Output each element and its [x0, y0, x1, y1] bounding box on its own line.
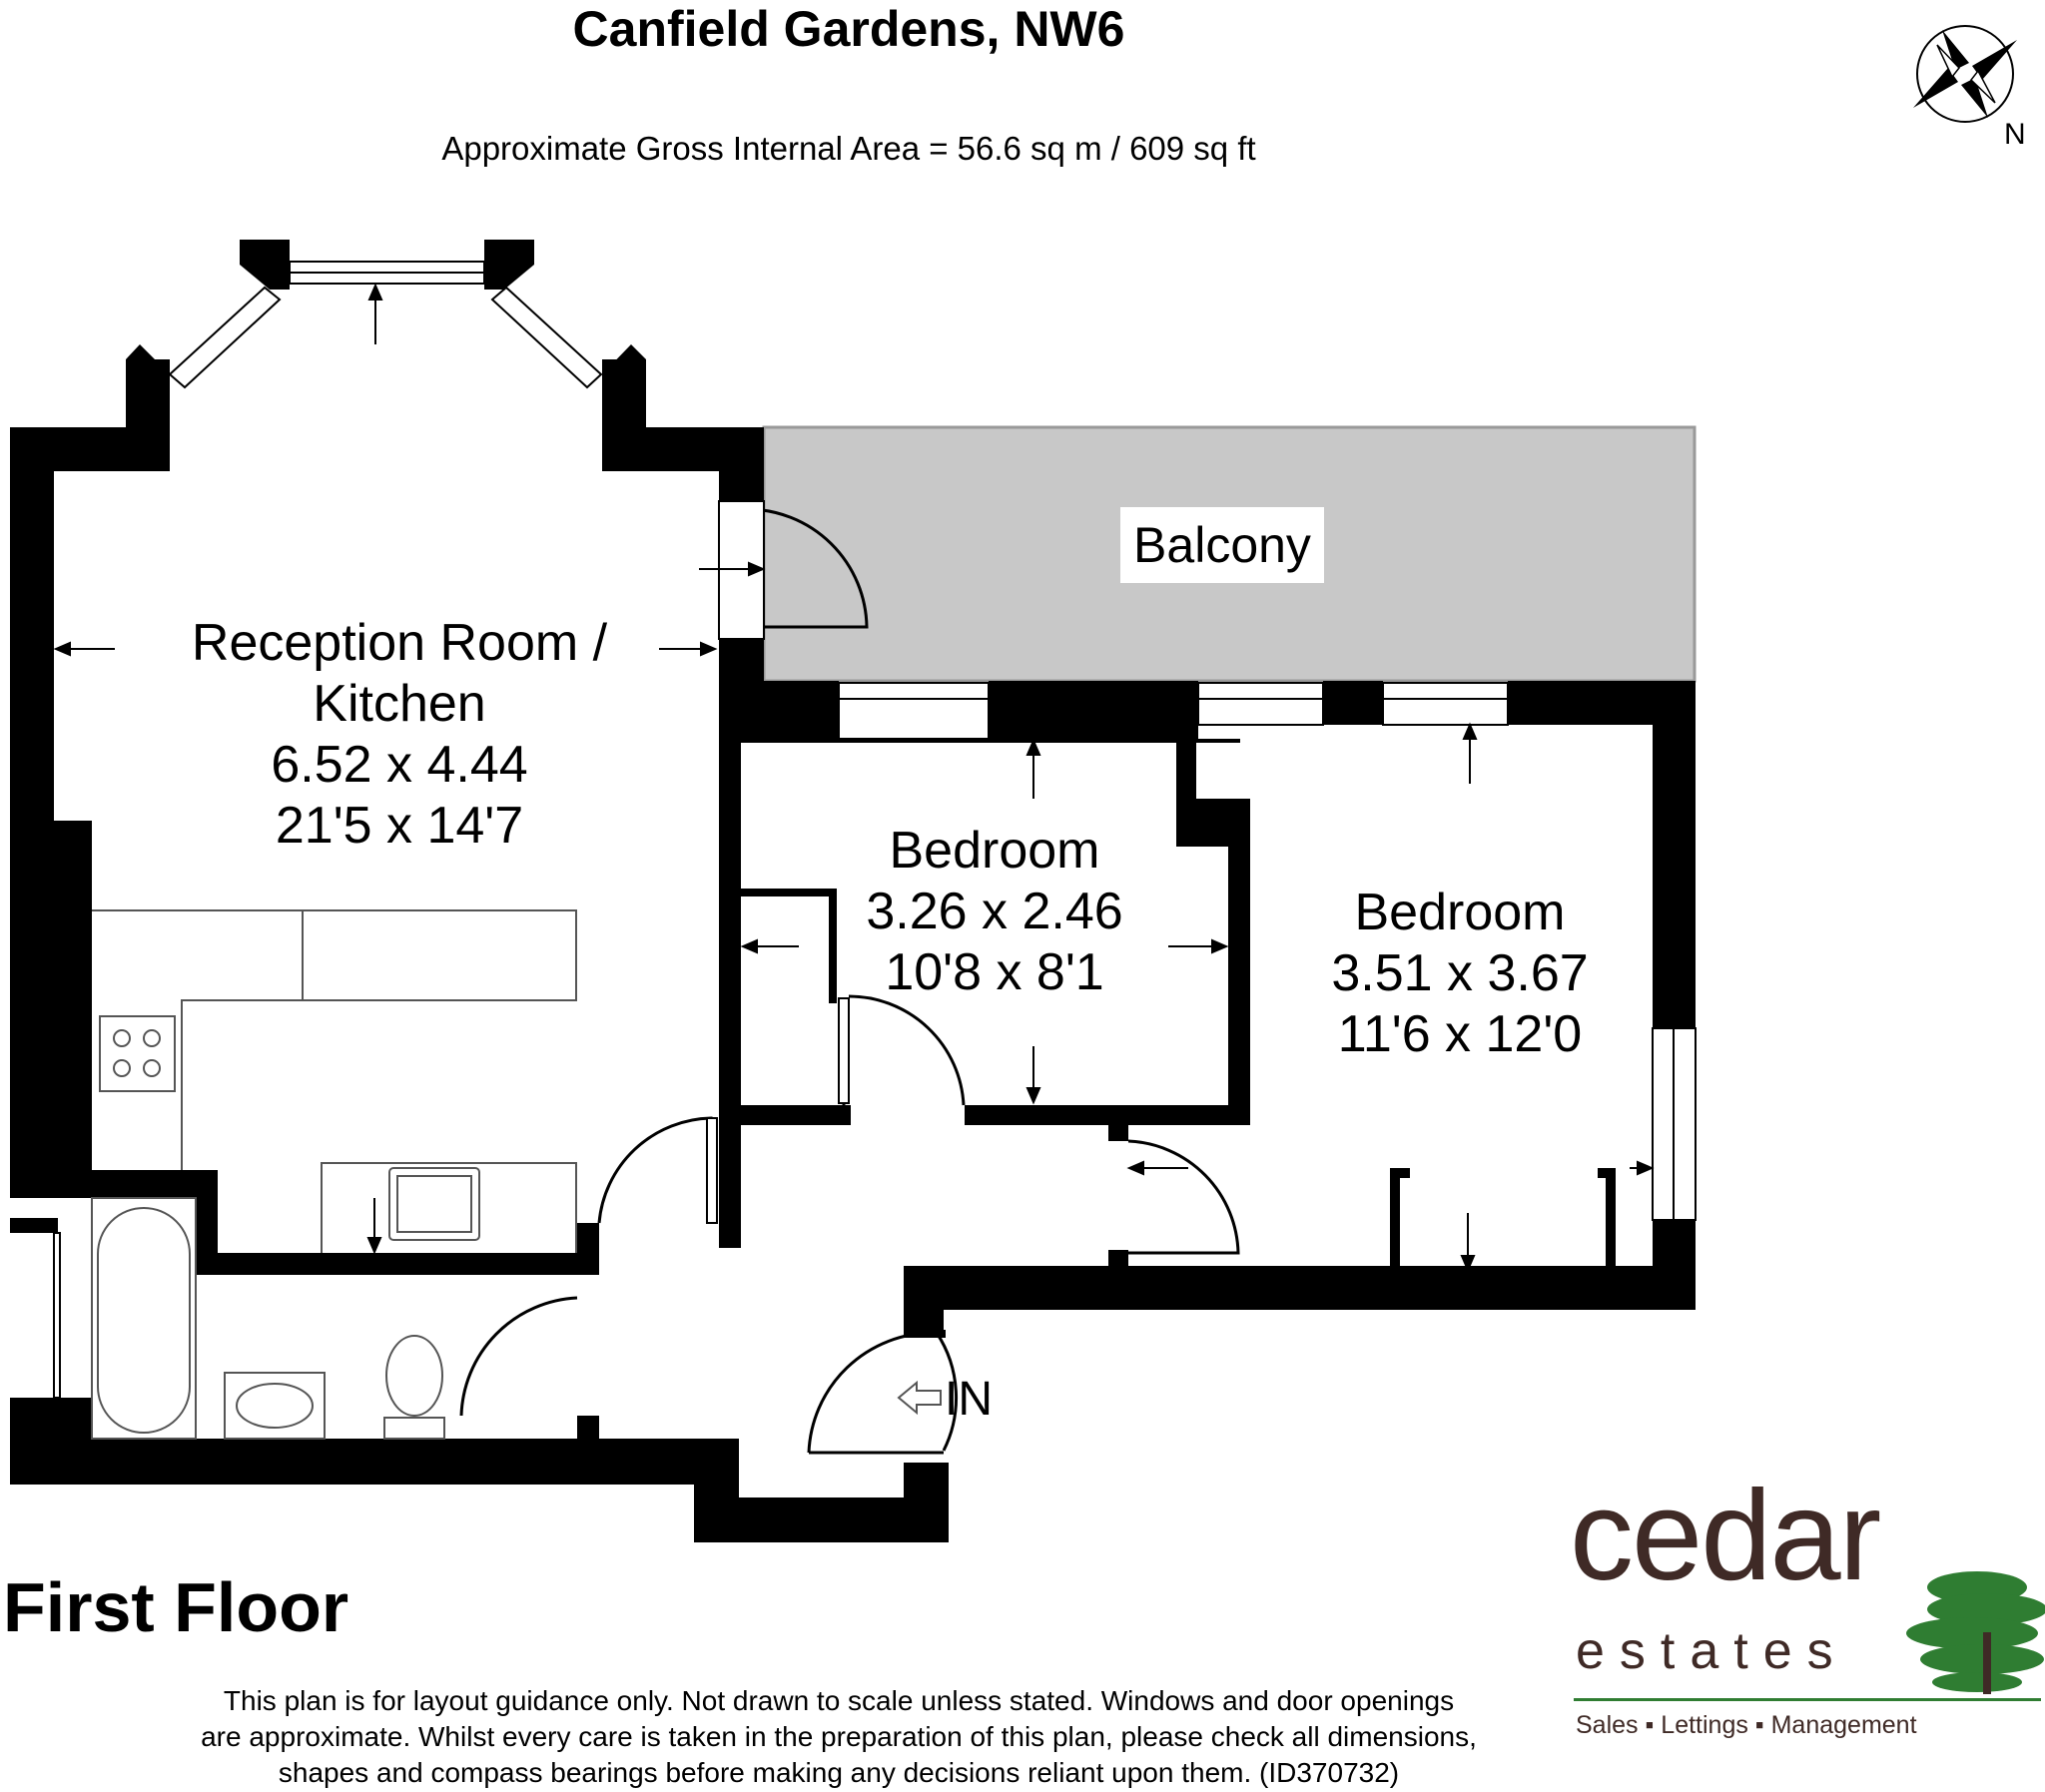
room-imperial: 10'8 x 8'1	[885, 943, 1104, 1001]
gross-area: Approximate Gross Internal Area = 56.6 s…	[441, 130, 1256, 167]
compass-rose-icon	[1913, 25, 2017, 123]
disclaimer-line: are approximate. Whilst every care is ta…	[201, 1721, 1477, 1752]
kitchen-units	[92, 909, 577, 1253]
dimension-arrows	[53, 283, 1655, 1273]
bedroom-1-label: Bedroom 3.26 x 2.46 10'8 x 8'1	[835, 821, 1154, 1003]
room-imperial: 21'5 x 14'7	[275, 797, 524, 855]
logo-divider	[1574, 1698, 2041, 1701]
entrance-arrow	[897, 1380, 942, 1416]
balcony-label: Balcony	[1120, 507, 1324, 583]
room-name: Bedroom	[889, 822, 1100, 880]
logo-wordmark: cedar	[1570, 1465, 1881, 1607]
windows	[53, 261, 1697, 1399]
walls	[10, 240, 1696, 1542]
disclaimer-line: shapes and compass bearings before makin…	[278, 1757, 1400, 1788]
room-metric: 3.51 x 3.67	[1331, 944, 1589, 1002]
bathroom-fittings	[91, 1197, 445, 1440]
logo-subtitle: estates	[1576, 1622, 1848, 1680]
room-metric: 3.26 x 2.46	[866, 883, 1123, 940]
tree-icon	[1906, 1571, 2045, 1694]
entrance-label: IN	[945, 1373, 993, 1426]
room-name: Bedroom	[1354, 884, 1566, 941]
north-label: N	[2004, 118, 2026, 151]
room-name-line1: Reception Room /	[191, 614, 608, 672]
reception-room-label: Reception Room / Kitchen 6.52 x 4.44 21'…	[150, 613, 649, 857]
logo-tagline: Sales ▪ Lettings ▪ Management	[1576, 1711, 1917, 1739]
room-imperial: 11'6 x 12'0	[1337, 1005, 1583, 1063]
room-name-line2: Kitchen	[313, 675, 486, 733]
bedroom-2-label: Bedroom 3.51 x 3.67 11'6 x 12'0	[1300, 883, 1620, 1065]
disclaimer: This plan is for layout guidance only. N…	[150, 1683, 1528, 1791]
floor-name: First Floor	[3, 1568, 349, 1646]
room-metric: 6.52 x 4.44	[271, 736, 528, 794]
page-title: Canfield Gardens, NW6	[572, 1, 1125, 57]
disclaimer-line: This plan is for layout guidance only. N…	[223, 1685, 1455, 1716]
